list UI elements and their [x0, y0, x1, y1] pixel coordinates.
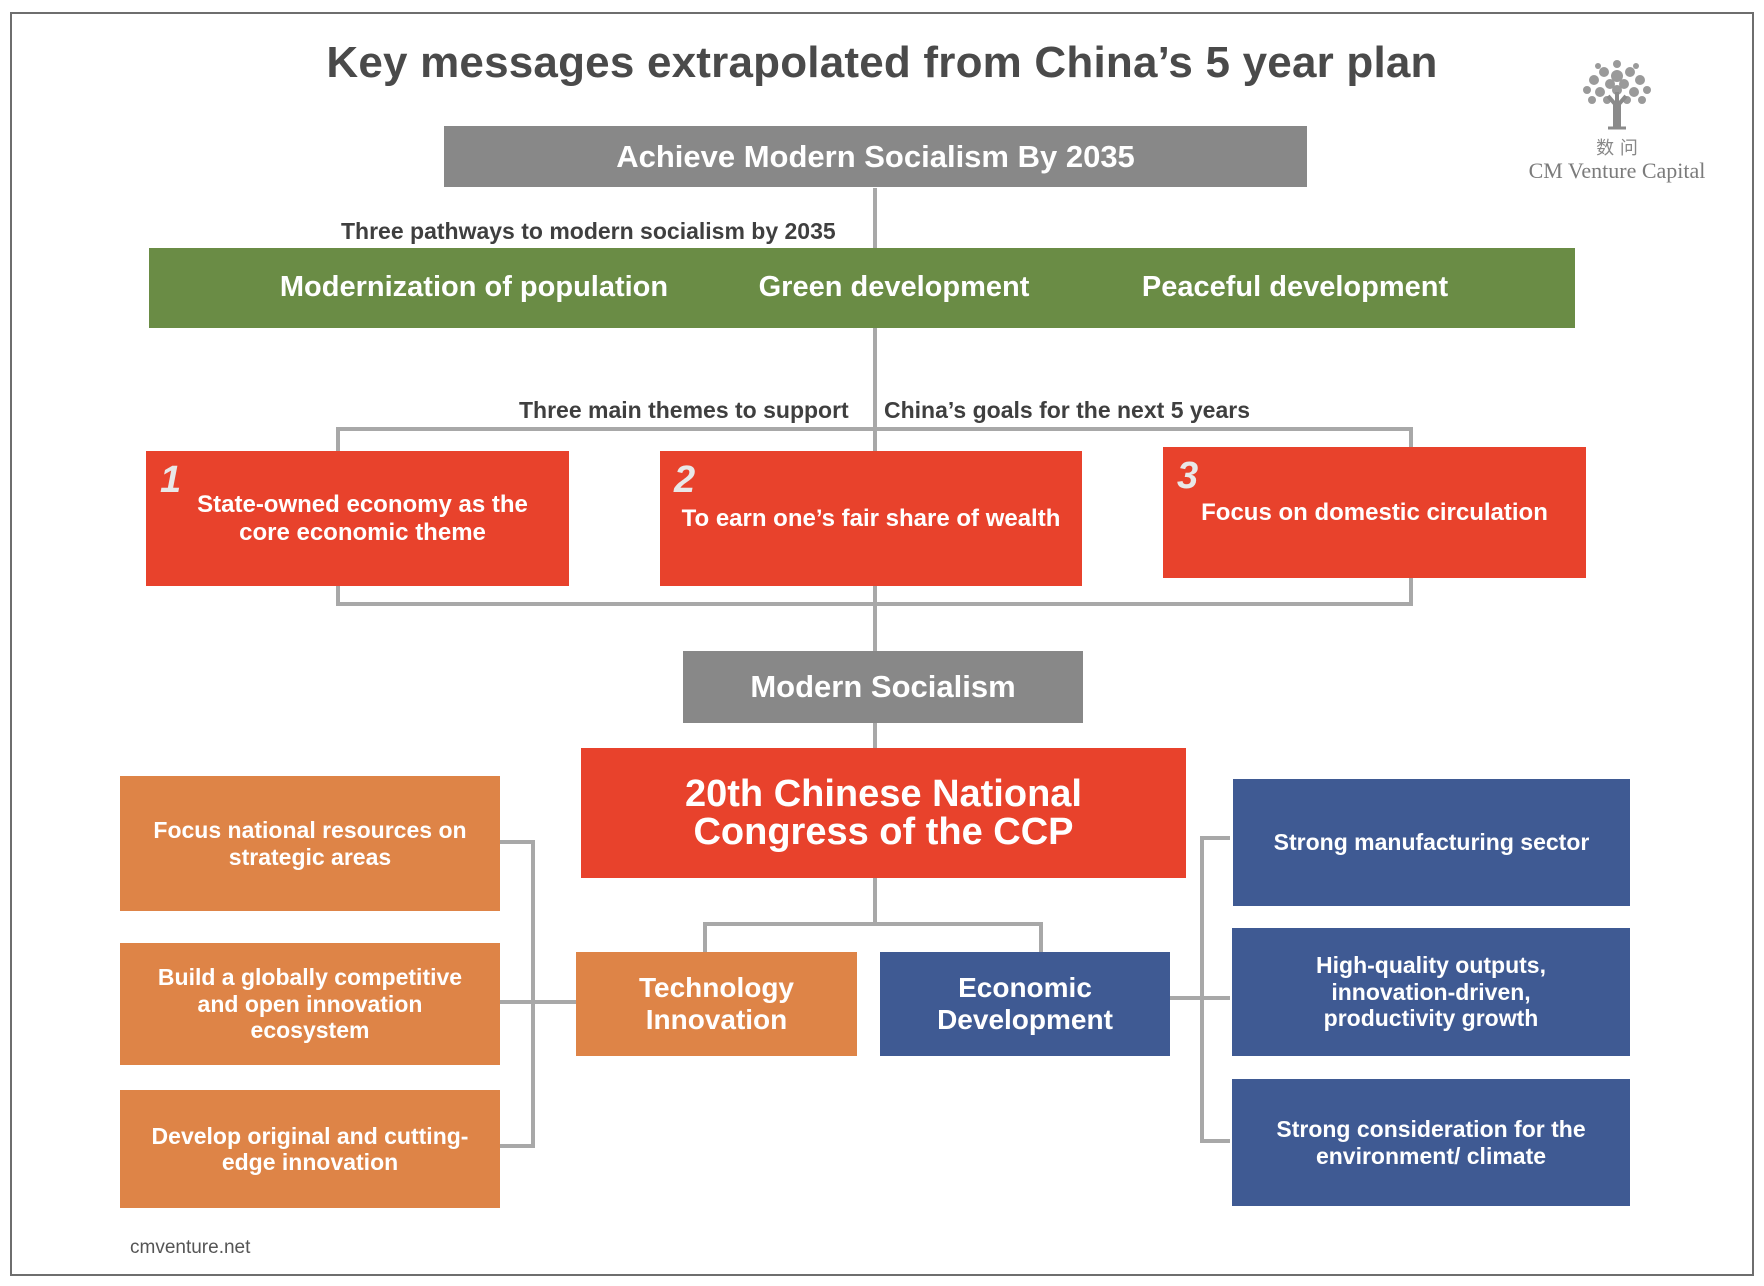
connector-goal-pathways [873, 188, 877, 248]
split-left-drop [703, 922, 707, 952]
technology-innovation-box: Technology Innovation [576, 952, 857, 1056]
connector-socialism-congress [873, 718, 877, 748]
pathway-population: Modernization of population [279, 271, 669, 304]
footer-url: cmventure.net [130, 1237, 251, 1258]
congress-text: 20th Chinese National Congress of the CC… [685, 773, 1082, 853]
tech-bracket-bottom [500, 1144, 535, 1148]
econ-item-1: Strong manufacturing sector [1233, 779, 1630, 906]
tech-bracket-top [500, 840, 535, 844]
modern-socialism-box: Modern Socialism [683, 651, 1083, 723]
theme-text-3: Focus on domestic circulation [1201, 498, 1548, 526]
technology-innovation-text: Technology Innovation [638, 971, 795, 1035]
tech-item-text-2: Build a globally competitive and open in… [157, 964, 463, 1044]
econ-item-text-1: Strong manufacturing sector [1273, 829, 1590, 856]
themes-top-bar [336, 427, 1413, 431]
themes-label-right: China’s goals for the next 5 years [880, 397, 1254, 424]
econ-item-2: High-quality outputs, innovation-driven,… [1232, 928, 1630, 1056]
economic-development-box: Economic Development [880, 952, 1170, 1056]
econ-bracket-top [1200, 836, 1230, 840]
tech-item-text-3: Develop original and cutting-edge innova… [151, 1122, 469, 1175]
tech-bracket-middle [500, 1000, 576, 1004]
tech-item-2: Build a globally competitive and open in… [120, 943, 500, 1065]
top-goal-text: Achieve Modern Socialism By 2035 [616, 138, 1135, 174]
theme-number-1: 1 [160, 459, 182, 501]
congress-box: 20th Chinese National Congress of the CC… [581, 748, 1186, 878]
theme-box-3: 3 Focus on domestic circulation [1163, 447, 1586, 578]
economic-development-text: Economic Development [937, 971, 1113, 1035]
theme-number-2: 2 [674, 459, 696, 501]
econ-item-3: Strong consideration for the environment… [1232, 1079, 1630, 1206]
econ-bracket-bottom [1200, 1139, 1230, 1143]
econ-bracket-middle [1170, 996, 1230, 1000]
theme-text-1: State-owned economy as the core economic… [197, 490, 528, 546]
tree-icon [1583, 60, 1651, 130]
econ-item-text-2: High-quality outputs, innovation-driven,… [1316, 952, 1546, 1032]
themes-label-left: Three main themes to support [515, 397, 853, 424]
econ-item-text-3: Strong consideration for the environment… [1276, 1116, 1586, 1169]
theme-text-2: To earn one’s fair share of wealth [681, 504, 1061, 532]
theme-box-2: 2 To earn one’s fair share of wealth [660, 451, 1082, 586]
econ-bracket-vertical [1200, 836, 1204, 1143]
connector-congress-split [873, 878, 877, 926]
tech-item-3: Develop original and cutting-edge innova… [120, 1090, 500, 1208]
theme-number-3: 3 [1177, 455, 1199, 497]
modern-socialism-text: Modern Socialism [750, 669, 1016, 705]
pathway-green: Green development [758, 271, 1030, 304]
pathways-label: Three pathways to modern socialism by 20… [341, 218, 836, 244]
tech-bracket-vertical [531, 840, 535, 1148]
logo-cjk-text: 数 问 [1596, 138, 1638, 159]
tech-item-text-1: Focus national resources on strategic ar… [153, 817, 467, 870]
pathway-peaceful: Peaceful development [1141, 271, 1449, 304]
connector-pathways-themes [873, 328, 877, 452]
top-goal-box: Achieve Modern Socialism By 2035 [444, 126, 1307, 187]
split-bar [703, 922, 1043, 926]
logo-name: CM Venture Capital [1528, 158, 1706, 183]
theme-box-1: 1 State-owned economy as the core econom… [146, 451, 569, 586]
tech-item-1: Focus national resources on strategic ar… [120, 776, 500, 911]
diagram-frame [10, 12, 1754, 1276]
pathways-bar: Modernization of population Green develo… [149, 248, 1575, 328]
page-title: Key messages extrapolated from China’s 5… [326, 38, 1438, 87]
cm-venture-logo: 数 问 CM Venture Capital [1512, 58, 1722, 188]
split-right-drop [1039, 922, 1043, 952]
